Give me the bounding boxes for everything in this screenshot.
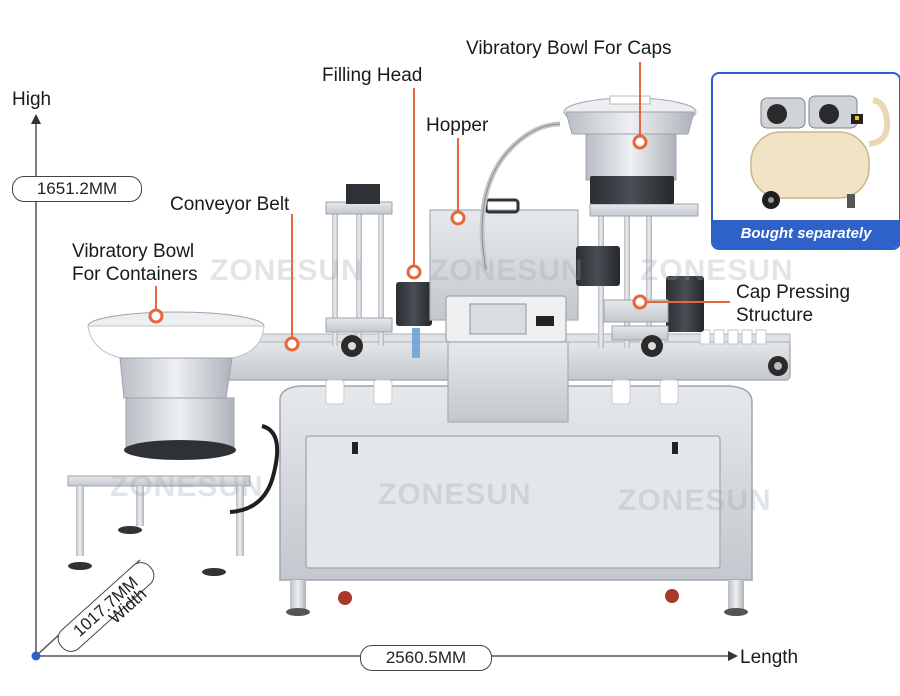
air-compressor-inset: Bought separately — [711, 72, 900, 250]
length-value-pill: 2560.5MM — [360, 645, 492, 671]
label-filling-head: Filling Head — [322, 65, 423, 86]
height-axis-label: High — [12, 89, 52, 110]
capping-station — [576, 203, 704, 357]
cap-vibratory-bowl — [563, 95, 697, 204]
origin-dot — [31, 651, 41, 661]
label-conveyor-belt: Conveyor Belt — [170, 194, 290, 215]
height-value-pill: 1651.2MM — [12, 176, 142, 202]
watermark: ZONESUN — [640, 254, 794, 287]
watermark: ZONESUN — [110, 470, 264, 503]
container-vibratory-bowl — [67, 311, 280, 576]
air-compressor-icon — [750, 95, 891, 209]
label-hopper: Hopper — [426, 115, 489, 136]
watermark: ZONESUN — [618, 484, 772, 517]
label-vibratory-bowl-containers: Vibratory Bowl For Containers — [72, 241, 198, 285]
bought-separately-banner: Bought separately — [713, 220, 899, 248]
hopper-and-panel — [429, 121, 579, 423]
length-axis-label: Length — [740, 647, 799, 668]
label-cap-pressing-structure: Cap Pressing Structure — [736, 282, 851, 326]
length-arrowhead — [728, 651, 738, 661]
machine-cabinet — [279, 385, 753, 616]
label-vibratory-bowl-caps: Vibratory Bowl For Caps — [466, 38, 672, 59]
watermark: ZONESUN — [378, 478, 532, 511]
filling-station — [325, 184, 432, 358]
height-arrowhead — [31, 114, 41, 124]
watermark: ZONESUN — [430, 254, 584, 287]
watermark: ZONESUN — [210, 254, 364, 287]
callout-dots — [148, 134, 648, 352]
